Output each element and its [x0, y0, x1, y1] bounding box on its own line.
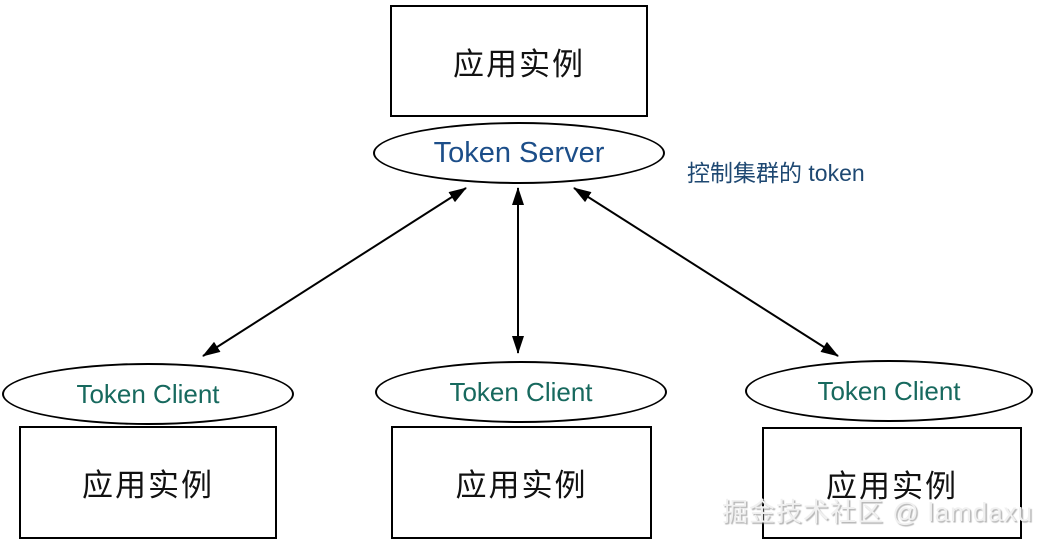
arrow-server-client-left: [202, 187, 467, 357]
app-instance-right-box: 应用实例: [762, 427, 1022, 539]
app-instance-middle-box: 应用实例: [391, 426, 652, 539]
app-instance-top-label: 应用实例: [453, 46, 585, 82]
app-instance-left-label: 应用实例: [82, 468, 214, 503]
arrow-server-client-right: [573, 187, 839, 357]
app-instance-right-label: 应用实例: [826, 468, 958, 504]
token-client-label-middle: Token Client: [449, 376, 593, 407]
token-client-label-left: Token Client: [76, 378, 220, 409]
watermark-text: 掘金技术社区 @ lamdaxu: [722, 497, 1034, 527]
app-instance-middle-label: 应用实例: [455, 468, 588, 503]
annotation-text: 控制集群的 token: [687, 160, 865, 186]
app-instance-left-box: 应用实例: [19, 426, 277, 539]
token-client-ellipse-left: Token Client: [2, 363, 294, 425]
app-instance-top-box: 应用实例: [390, 5, 648, 117]
token-client-ellipse-middle: Token Client: [375, 361, 667, 423]
token-client-label-right: Token Client: [817, 375, 961, 406]
token-server-ellipse: Token Server: [373, 122, 665, 184]
token-client-ellipse-right: Token Client: [745, 360, 1033, 422]
token-server-label: Token Server: [433, 136, 605, 169]
